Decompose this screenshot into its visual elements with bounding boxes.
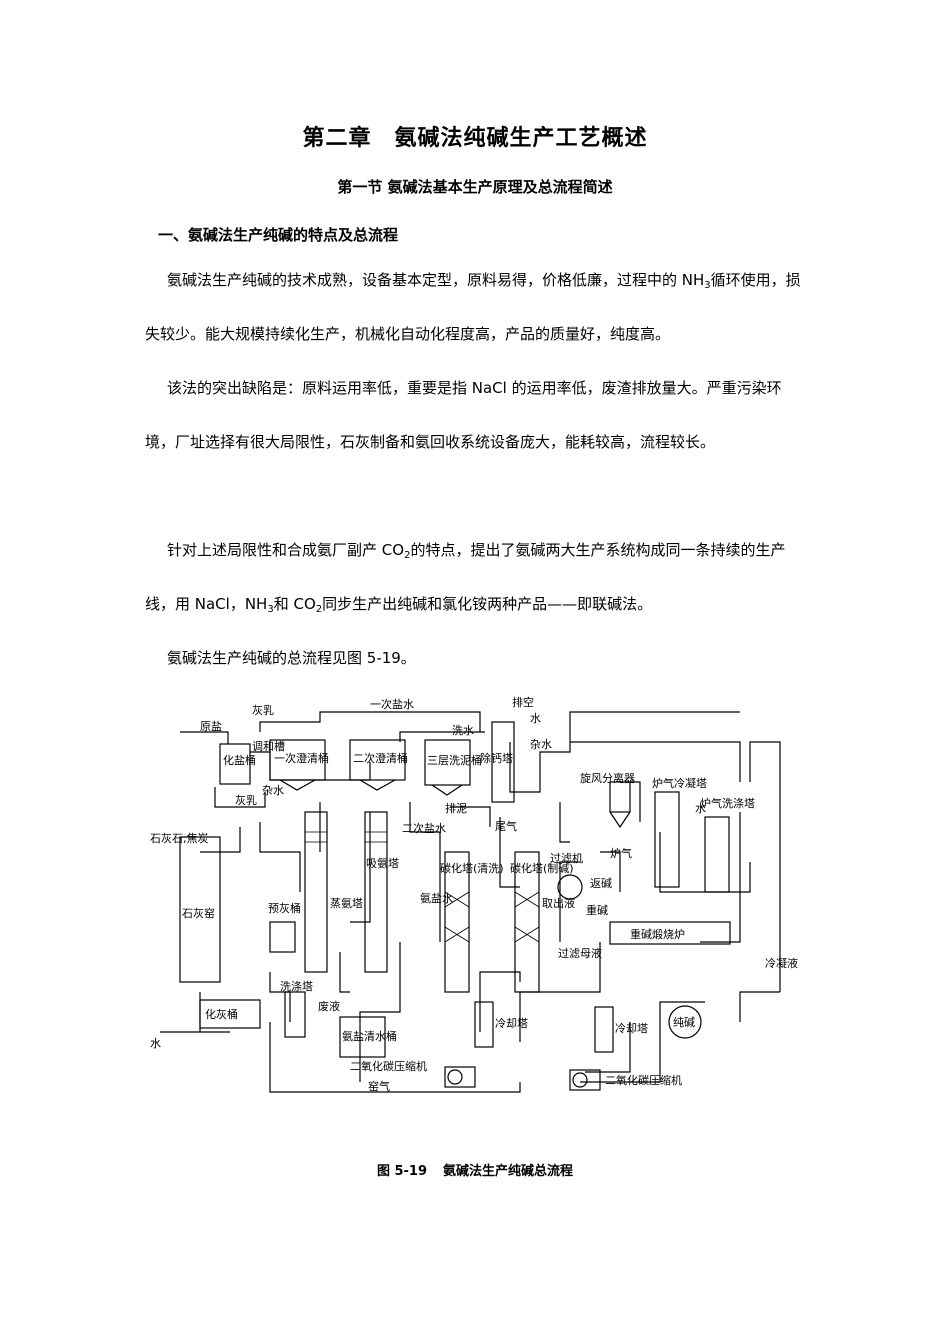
paragraph-4: 氨碱法生产纯碱的总流程见图 5-19。	[167, 649, 416, 667]
label-water-top: 水	[530, 712, 541, 725]
label-furnace-gas-washer: 炉气洗涤塔	[700, 796, 755, 810]
label-mix-tank: 调和槽	[252, 740, 285, 753]
label-first-brine: 一次盐水	[370, 697, 414, 711]
chapter-title: 第二章 氨碱法纯碱生产工艺概述	[302, 126, 648, 151]
label-lime-milk-mid: 灰乳	[235, 793, 257, 807]
label-misc-water-right: 杂水	[530, 738, 552, 751]
label-pre-lime-tank: 预灰桶	[268, 901, 301, 915]
label-water-right: 水	[695, 802, 706, 815]
label-cyclone: 旋风分离器	[580, 771, 635, 785]
process-flow-diagram: 原盐 灰乳 化盐桶 调和槽 一次澄清桶 二次澄清桶 三层洗泥桶 排泥 洗水 杂水…	[150, 695, 798, 1093]
label-wash-tower: 洗涤塔	[280, 979, 313, 993]
label-co2-compressor-left: 二氧化碳压缩机	[350, 1059, 427, 1073]
label-first-clarifier: 一次澄清桶	[274, 751, 329, 765]
label-filter: 过滤机	[550, 851, 583, 865]
label-misc-water-left: 杂水	[262, 784, 284, 797]
label-tail-gas: 尾气	[495, 819, 517, 833]
paragraph-3: 针对上述局限性和合成氨厂副产 CO2的特点，提出了氨碱两大生产系统构成同一条持续…	[145, 541, 786, 615]
label-distill-tower: 蒸氨塔	[330, 897, 363, 910]
subsection-title: 一、氨碱法生产纯碱的特点及总流程	[158, 226, 399, 244]
label-co2-compressor-right: 二氧化碳压缩机	[605, 1073, 682, 1087]
label-ammonia-salt-tank: 氨盐清水桶	[342, 1029, 397, 1043]
paragraph-1: 氨碱法生产纯碱的技术成熟，设备基本定型，原料易得，价格低廉，过程中的 NH3循环…	[145, 271, 801, 343]
label-take-out-liquid: 取出液	[542, 896, 575, 910]
label-wash-water: 洗水	[452, 724, 474, 737]
label-cooling-tower-right: 冷却塔	[615, 1022, 648, 1035]
label-triple-wash: 三层洗泥桶	[427, 753, 482, 767]
label-soda-ash: 纯碱	[673, 1016, 695, 1029]
label-return-soda: 返碱	[590, 877, 612, 890]
label-slaker: 化灰桶	[205, 1007, 238, 1021]
label-mud-discharge: 排泥	[445, 801, 467, 815]
label-absorb-tower: 吸氨塔	[366, 857, 399, 870]
label-filtrate: 过滤母液	[558, 946, 602, 960]
label-water-bottom: 水	[150, 1037, 161, 1050]
label-vent: 排空	[512, 695, 534, 709]
section-title: 第一节 氨碱法基本生产原理及总流程简述	[337, 178, 613, 196]
label-carbon-clean-tower: 碳化塔(清洗)	[440, 861, 504, 875]
label-second-brine: 二次盐水	[402, 821, 446, 835]
label-cooling-tower-left: 冷却塔	[495, 1017, 528, 1030]
label-furnace-gas-cooler: 炉气冷凝塔	[652, 776, 707, 790]
label-waste-liquid: 废液	[318, 999, 340, 1013]
label-brine-tank: 化盐桶	[223, 753, 256, 767]
label-lime-kiln: 石灰窑	[182, 906, 215, 920]
label-ammonia-brine: 氨盐水	[420, 892, 453, 905]
label-raw-salt: 原盐	[200, 720, 222, 733]
label-furnace-gas: 炉气	[610, 846, 632, 860]
label-lime-milk-top: 灰乳	[252, 703, 274, 717]
label-calciner: 重碱煅烧炉	[630, 927, 685, 941]
label-carbon-make-tower: 碳化塔(制碱)	[510, 861, 574, 875]
label-condensate: 冷凝液	[765, 956, 798, 970]
label-decalcium-tower: 除钙塔	[480, 751, 513, 765]
label-second-clarifier: 二次澄清桶	[353, 751, 408, 765]
paragraph-2: 该法的突出缺陷是：原料运用率低，重要是指 NaCl 的运用率低，废渣排放量大。严…	[145, 379, 782, 451]
label-heavy-soda: 重碱	[586, 903, 608, 917]
label-limestone-coke: 石灰石,焦炭	[150, 831, 209, 845]
label-kiln-gas: 窑气	[368, 1079, 390, 1093]
